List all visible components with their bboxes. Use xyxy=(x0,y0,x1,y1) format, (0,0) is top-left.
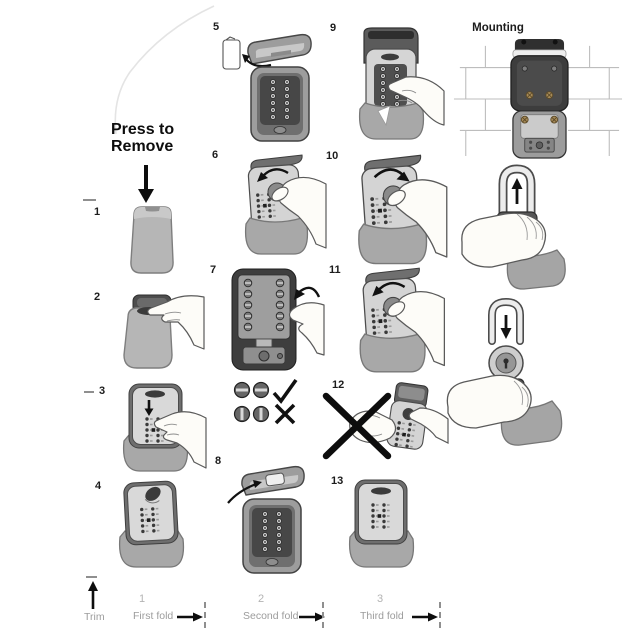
hand xyxy=(147,295,205,350)
step-2-illustration xyxy=(123,294,205,369)
turn-arrow-icon xyxy=(372,285,384,297)
shackle-insert-illustration xyxy=(446,297,563,446)
step-6-illustration xyxy=(244,154,327,255)
step-1-illustration xyxy=(130,206,174,274)
hand xyxy=(288,302,325,356)
instruction-card xyxy=(222,39,241,70)
down-arrow-icon xyxy=(138,165,154,203)
panel-number-3: 3 xyxy=(377,593,384,605)
step-8-illustration xyxy=(227,465,305,574)
fold-arrow-icon xyxy=(412,612,438,622)
mounting-wall-illustration xyxy=(453,39,623,159)
down-arrow-icon xyxy=(500,328,512,339)
step-12-illustration xyxy=(322,382,449,460)
step-7-illustration xyxy=(231,268,325,371)
step-number-4: 4 xyxy=(95,480,102,492)
step-number-2: 2 xyxy=(94,291,101,303)
step-number-10: 10 xyxy=(326,150,339,162)
step-3-illustration xyxy=(122,383,207,472)
step-number-9: 9 xyxy=(330,22,337,34)
step-number-1: 1 xyxy=(94,206,101,218)
check-icon xyxy=(272,378,298,404)
turn-arrow-icon xyxy=(396,171,410,182)
insert-arrow-icon xyxy=(253,480,262,488)
step-11-illustration xyxy=(359,267,446,373)
keyhole xyxy=(504,361,508,369)
key-compartment xyxy=(265,472,285,487)
fold-cut-line xyxy=(322,602,324,628)
fold-arrow-icon xyxy=(177,612,203,622)
fold-cut-line xyxy=(204,602,206,628)
shackle-up-illustration xyxy=(461,164,566,290)
step-4-illustration xyxy=(118,480,185,568)
press-to-remove-line1: Press to xyxy=(111,121,175,138)
brick-wall xyxy=(453,45,623,157)
step-number-12: 12 xyxy=(332,379,345,391)
step-number-6: 6 xyxy=(212,149,219,161)
turn-arrow-icon xyxy=(294,289,305,300)
step-number-11: 11 xyxy=(329,264,341,276)
step-13-illustration xyxy=(348,479,415,568)
trim-arrow-icon xyxy=(88,581,98,609)
step-number-13: 13 xyxy=(331,475,344,487)
hand xyxy=(446,374,532,429)
trim-label: Trim xyxy=(84,611,105,623)
step-9-illustration xyxy=(358,27,445,140)
hand xyxy=(461,212,547,268)
step-number-3: 3 xyxy=(99,385,106,397)
step-5-illustration xyxy=(222,33,312,142)
up-arrow-icon xyxy=(511,178,523,189)
fold-label-1: First fold xyxy=(133,610,174,622)
prohibited-x-icon xyxy=(322,392,392,460)
registration-mark xyxy=(86,576,97,578)
remove-arrow-icon xyxy=(242,54,250,63)
step-number-5: 5 xyxy=(213,21,220,33)
hand xyxy=(387,76,445,126)
turn-arrow-icon xyxy=(257,172,268,182)
registration-mark xyxy=(84,391,94,393)
fold-label-3: Third fold xyxy=(360,610,404,622)
panel-number-2: 2 xyxy=(258,593,265,605)
hand xyxy=(408,407,449,444)
fold-cut-line xyxy=(439,602,441,628)
panel-number-1: 1 xyxy=(139,593,146,605)
step-number-7: 7 xyxy=(210,264,217,276)
mounting-title: Mounting xyxy=(472,22,524,34)
hand xyxy=(153,411,207,469)
registration-mark xyxy=(83,199,96,201)
cross-icon xyxy=(274,403,296,425)
crease-line xyxy=(114,5,215,135)
step-10-illustration xyxy=(358,154,448,265)
screw-orientation-detail xyxy=(233,378,298,425)
press-to-remove-line2: Remove xyxy=(111,138,174,155)
fold-label-2: Second fold xyxy=(243,610,299,622)
fold-arrow-icon xyxy=(299,612,325,622)
slide-down-arrow-icon xyxy=(144,408,154,416)
press-to-remove-label: Press to Remove xyxy=(111,121,189,155)
step-number-8: 8 xyxy=(215,455,222,467)
